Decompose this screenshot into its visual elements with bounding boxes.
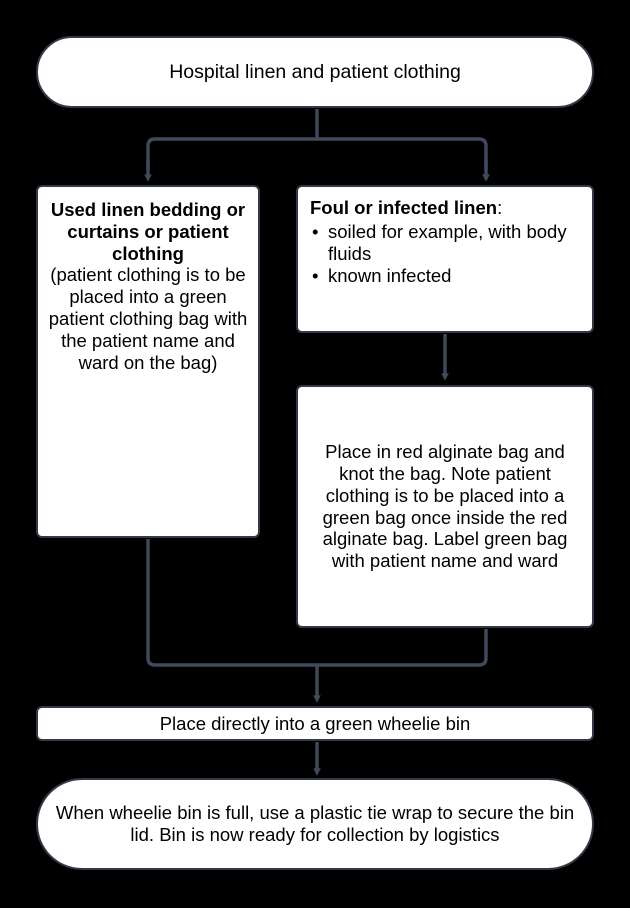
node-used-linen-content: Used linen bedding or curtains or patien… [38,187,258,374]
node-foul-content: Foul or infected linen: soiled for examp… [298,187,592,288]
node-foul-heading-line: Foul or infected linen: [310,197,584,219]
list-item: soiled for example, with body fluids [310,221,584,265]
node-foul-or-infected-linen[interactable]: Foul or infected linen: soiled for examp… [296,185,594,333]
node-used-linen-heading: Used linen bedding or curtains or patien… [50,199,246,264]
node-foul-bullet-list: soiled for example, with body fluids kno… [310,221,584,287]
node-foul-heading-colon: : [497,197,503,218]
node-bin-ready-for-collection[interactable]: When wheelie bin is full, use a plastic … [36,778,594,870]
node-green-wheelie-bin[interactable]: Place directly into a green wheelie bin [36,706,594,741]
node-final-text: When wheelie bin is full, use a plastic … [55,802,575,845]
node-start-text: Hospital linen and patient clothing [169,60,461,83]
node-hospital-linen-and-patient-clothing[interactable]: Hospital linen and patient clothing [36,36,594,108]
node-red-alginate-bag[interactable]: Place in red alginate bag and knot the b… [296,385,594,628]
node-wheelie-text: Place directly into a green wheelie bin [159,712,471,734]
list-item: known infected [310,265,584,287]
connector-start-split [144,109,490,182]
node-used-linen-body: (patient clothing is to be placed into a… [48,264,248,373]
node-foul-heading: Foul or infected linen [310,197,498,218]
node-alginate-text: Place in red alginate bag and knot the b… [322,441,568,572]
node-used-linen[interactable]: Used linen bedding or curtains or patien… [36,185,260,538]
